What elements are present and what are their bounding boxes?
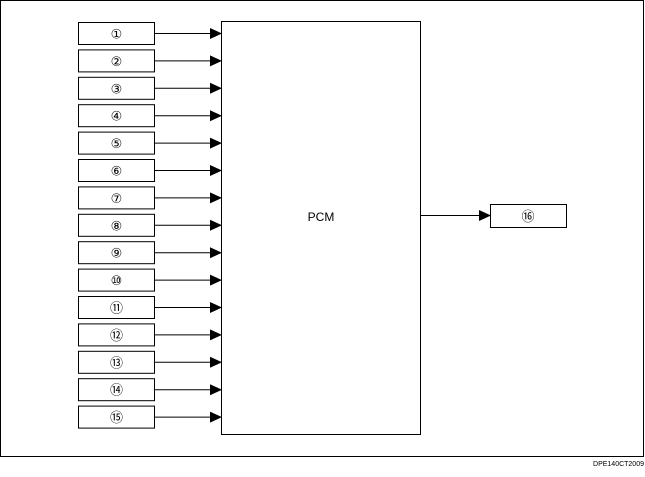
input-arrowhead	[210, 329, 222, 341]
input-label: ⑦	[111, 192, 123, 207]
input-label: ④	[111, 110, 123, 125]
diagram-frame	[0, 0, 644, 457]
drawing-code: DPE140CT2009	[593, 461, 644, 468]
input-arrowhead	[210, 82, 222, 94]
input-label: ①	[111, 28, 123, 43]
input-row: ④	[78, 104, 222, 128]
output-arrowhead	[479, 210, 491, 221]
input-row: ⑮	[78, 405, 222, 429]
input-arrowhead	[210, 302, 222, 313]
input-label: ⑨	[111, 247, 123, 262]
input-row: ⑩	[78, 268, 222, 292]
input-label: ③	[111, 82, 123, 97]
input-arrowhead	[210, 192, 222, 204]
input-row: ⑥	[78, 159, 222, 182]
pcm-box	[221, 21, 421, 435]
input-row: ⑤	[78, 131, 222, 155]
input-arrowhead	[210, 356, 222, 368]
input-row: ③	[78, 76, 222, 100]
input-arrowhead	[210, 219, 222, 231]
input-arrowhead	[210, 137, 222, 149]
input-label: ⑩	[111, 274, 123, 289]
input-row: ⑬	[78, 350, 222, 374]
input-label: ⑪	[110, 302, 123, 317]
input-list: ① ② ③ ④ ⑤ ⑥ ⑦ ⑧ ⑨ ⑩ ⑪ ⑫ ⑬ ⑭ ⑮	[78, 22, 222, 429]
input-label: ⑬	[110, 356, 123, 371]
output-box	[490, 204, 567, 228]
input-arrowhead	[210, 110, 222, 122]
input-label: ②	[111, 55, 123, 70]
input-label: ⑧	[111, 219, 123, 234]
input-label: ⑥	[111, 165, 123, 180]
input-arrowhead	[210, 274, 222, 286]
input-label: ⑭	[110, 384, 123, 399]
pcm-label: PCM	[308, 210, 335, 224]
input-row: ⑫	[78, 323, 222, 347]
input-row: ⑧	[78, 213, 222, 237]
input-label: ⑮	[110, 411, 123, 426]
input-row: ⑨	[78, 241, 222, 265]
input-arrowhead	[210, 384, 222, 396]
input-arrowhead	[210, 165, 222, 176]
input-arrowhead	[210, 247, 222, 259]
input-row: ⑦	[78, 186, 222, 210]
input-arrowhead	[210, 55, 222, 67]
input-row: ⑪	[78, 296, 222, 319]
input-arrowhead	[210, 28, 222, 39]
input-label: ⑤	[111, 137, 123, 152]
output-label: ⑯	[521, 210, 534, 225]
input-label: ⑫	[110, 329, 123, 344]
input-arrowhead	[210, 411, 222, 423]
input-row: ⑭	[78, 378, 222, 402]
input-row: ②	[78, 49, 222, 73]
input-row: ①	[78, 22, 222, 45]
